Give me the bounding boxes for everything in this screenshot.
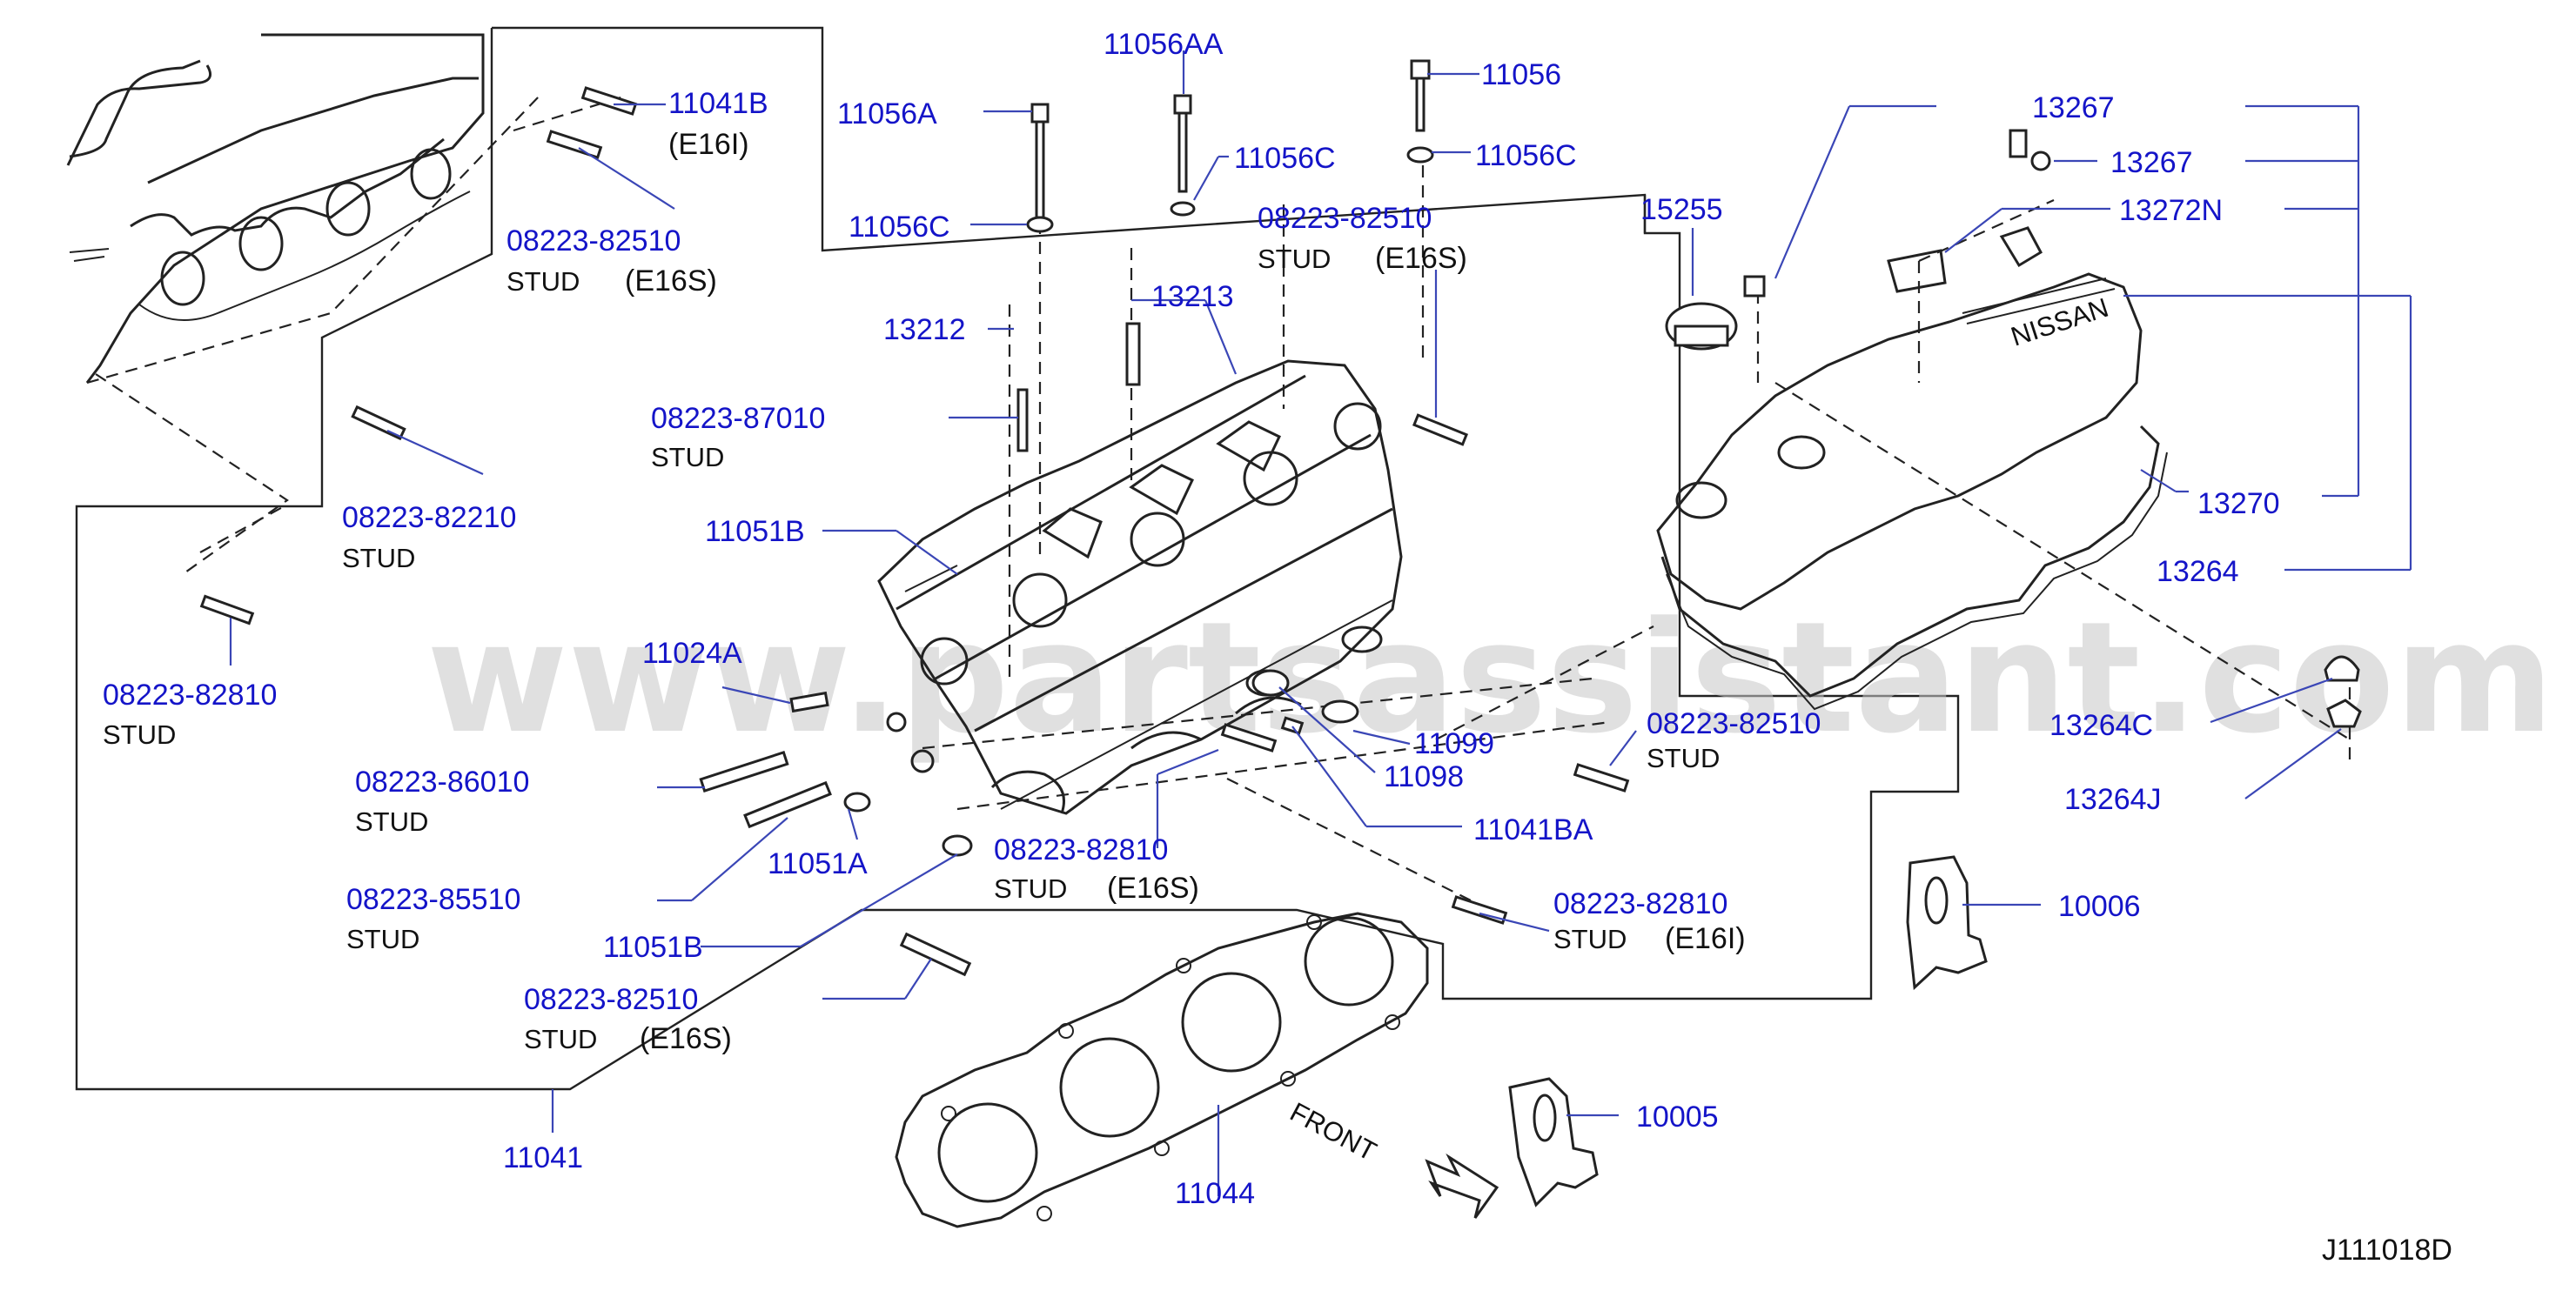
callout-11056AA: 11056AA — [1104, 28, 1224, 61]
callout-11044: 11044 — [1175, 1177, 1255, 1210]
callout-08223-82210-note: STUD — [342, 543, 415, 573]
callout-11056C-mid: 11056C — [1234, 142, 1336, 175]
callout-10005: 10005 — [1636, 1100, 1719, 1134]
callout-11099: 11099 — [1414, 727, 1494, 760]
callout-13264C: 13264C — [2049, 709, 2153, 742]
callout-11024A: 11024A — [642, 637, 742, 670]
callout-08223-82810-left: 08223-82810 — [103, 679, 277, 712]
callout-08223-82210: 08223-82210 — [342, 501, 516, 534]
callout-08223-87010: 08223-87010 — [651, 402, 825, 435]
callout-10006: 10006 — [2058, 890, 2141, 923]
callout-11056C-left: 11056C — [849, 211, 950, 244]
callout-labels: 11041B (E16I) 08223-82510 STUD (E16S) 08… — [103, 28, 2452, 1267]
callout-11051B-bottom: 11051B — [603, 931, 703, 964]
callout-13270: 13270 — [2197, 487, 2280, 520]
leader-lines — [229, 50, 2412, 1196]
head-gasket-drawing — [895, 912, 1429, 1228]
callout-13272N: 13272N — [2119, 194, 2223, 227]
callout-08223-86010: 08223-86010 — [355, 766, 529, 799]
callout-08223-82810-right-note: STUD — [1553, 924, 1627, 954]
front-label: FRONT — [1285, 1096, 1382, 1167]
callout-08223-82510-low-variant: (E16S) — [640, 1022, 732, 1055]
callout-08223-85510-note: STUD — [346, 924, 419, 954]
callout-08223-82810-right-variant: (E16I) — [1665, 922, 1746, 955]
callout-08223-82810-right: 08223-82810 — [1553, 887, 1727, 920]
front-arrow — [1425, 1153, 1499, 1219]
callout-08223-82510-right: 08223-82510 — [1647, 707, 1821, 740]
callout-11056C-right: 11056C — [1475, 139, 1577, 172]
callout-08223-82810-mid-variant: (E16S) — [1107, 872, 1199, 905]
callout-11041BA: 11041BA — [1473, 813, 1593, 846]
callout-13264J: 13264J — [2064, 783, 2162, 816]
callout-08223-82510-mid: 08223-82510 — [1258, 202, 1432, 235]
fastener-drawings — [199, 59, 2362, 977]
callout-08223-82810-left-note: STUD — [103, 719, 176, 750]
callout-13267-a: 13267 — [2032, 91, 2115, 124]
watermark: www.partsassistant.com — [426, 589, 2554, 767]
callout-08223-82510-top: 08223-82510 — [506, 224, 681, 258]
callout-13264: 13264 — [2157, 555, 2239, 588]
manifold-fragment-drawing — [66, 33, 540, 575]
callout-11041B-note: (E16I) — [668, 128, 749, 161]
callout-08223-82810-mid: 08223-82810 — [994, 833, 1168, 866]
callout-11056: 11056 — [1481, 58, 1561, 91]
cylinder-head-drawing — [877, 359, 1403, 815]
callout-08223-87010-note: STUD — [651, 442, 724, 472]
diagram-ref-code: J111018D — [2322, 1234, 2452, 1267]
callout-08223-82510-top-variant: (E16S) — [625, 264, 717, 298]
callout-11051A: 11051A — [768, 847, 868, 880]
callout-08223-82510-top-note: STUD — [506, 266, 580, 297]
callout-08223-82510-low: 08223-82510 — [524, 983, 698, 1016]
callout-11041B: 11041B — [668, 87, 768, 120]
callout-15255: 15255 — [1640, 193, 1723, 226]
callout-08223-82510-mid-variant: (E16S) — [1375, 242, 1467, 275]
callout-11041: 11041 — [503, 1141, 583, 1174]
callout-08223-82810-mid-note: STUD — [994, 873, 1067, 904]
callout-08223-85510: 08223-85510 — [346, 883, 520, 916]
callout-11098: 11098 — [1384, 760, 1464, 793]
callout-08223-86010-note: STUD — [355, 806, 428, 837]
callout-11056A: 11056A — [837, 97, 937, 130]
callout-11051B-top: 11051B — [705, 515, 805, 548]
callout-08223-82510-right-note: STUD — [1647, 743, 1720, 773]
callout-08223-82510-low-note: STUD — [524, 1024, 597, 1054]
callout-13213: 13213 — [1151, 280, 1234, 313]
callout-13212: 13212 — [883, 313, 966, 346]
bracket-drawings — [1508, 855, 1988, 1207]
callout-13267-b: 13267 — [2110, 146, 2193, 179]
callout-08223-82510-mid-note: STUD — [1258, 244, 1331, 274]
